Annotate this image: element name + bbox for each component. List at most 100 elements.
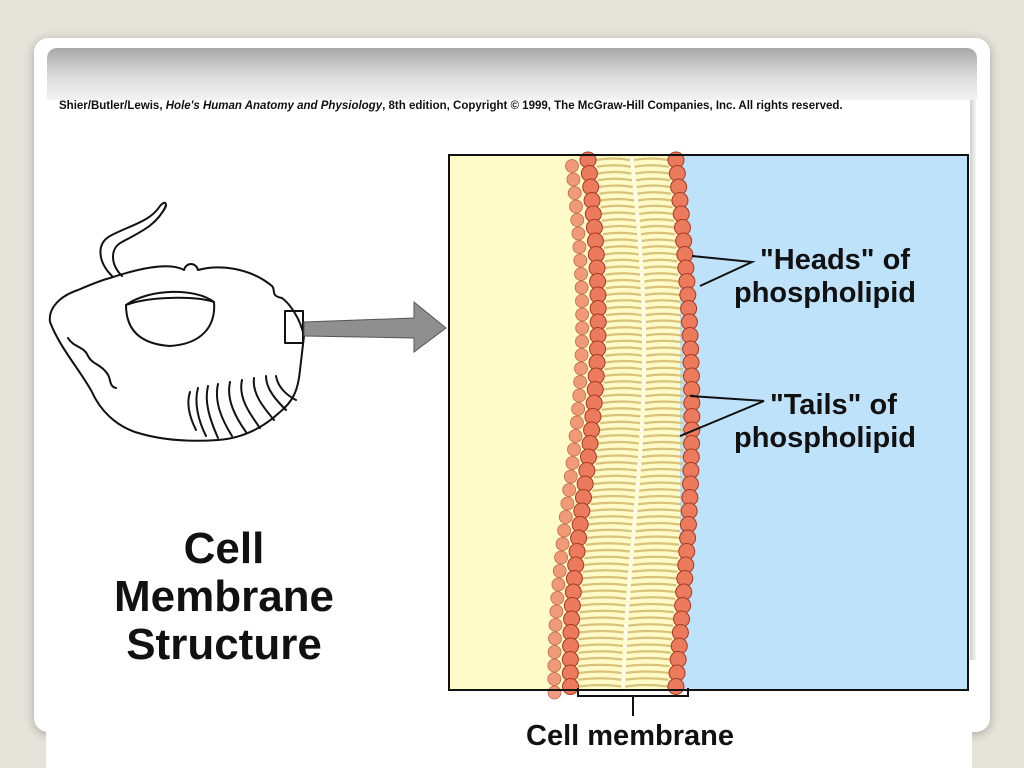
phospholipid-tail (578, 670, 622, 675)
phospholipid-head-back (567, 442, 581, 457)
phospholipid-tail (603, 380, 642, 384)
phospholipid-tail (593, 474, 637, 479)
bilayer-midplane (635, 488, 639, 493)
phospholipid-tail (578, 656, 623, 661)
phospholipid-tail (640, 231, 676, 236)
phospholipid-tail (635, 177, 671, 182)
membrane-detail-panel (448, 151, 969, 700)
phospholipid-head-back (571, 226, 586, 241)
phospholipid-tail (604, 251, 639, 256)
bilayer-midplane (622, 657, 626, 662)
tails-label-line-2: phospholipid (734, 422, 917, 454)
phospholipid-tail (605, 339, 643, 344)
phospholipid-tail (627, 623, 674, 627)
phospholipid-head-back (547, 672, 562, 686)
phospholipid-head-back (550, 591, 565, 605)
bilayer-midplane (642, 360, 646, 365)
phospholipid-tail (605, 305, 642, 310)
tails-pointer (679, 395, 765, 437)
phospholipid-tail (578, 683, 622, 688)
phospholipid-head-back (574, 361, 588, 376)
phospholipid-tail (605, 272, 641, 276)
phospholipid-tail (645, 319, 682, 324)
phospholipid-tail (602, 400, 642, 405)
citation-rest: , 8th edition, Copyright © 1999, The McG… (382, 100, 843, 112)
phospholipid-tail (645, 373, 684, 378)
phospholipid-tail (638, 494, 683, 499)
bilayer-midplane (632, 522, 636, 527)
phospholipid-head-back (548, 631, 562, 646)
phospholipid-tail (644, 413, 685, 418)
phospholipid-tail (589, 508, 634, 513)
phospholipid-tail (632, 562, 678, 567)
phospholipid-head-back (567, 186, 582, 200)
bilayer-midplane (641, 407, 645, 412)
phospholipid-head-back (549, 604, 564, 619)
phospholipid-tail (625, 677, 669, 681)
phospholipid-tail (645, 305, 681, 310)
bilayer-midplane (640, 279, 644, 284)
title-line-3: Structure (126, 620, 322, 669)
phospholipid-tail (586, 535, 632, 540)
phospholipid-tail (634, 164, 669, 168)
phospholipid-tail (578, 677, 622, 681)
heads-label-line-2: phospholipid (734, 277, 917, 309)
phospholipid-tail (600, 413, 641, 418)
bilayer-midplane (630, 542, 634, 547)
bilayer-midplane (640, 414, 644, 419)
phospholipid-tail (602, 231, 638, 236)
bilayer-midplane (630, 158, 634, 162)
phospholipid-head-back (562, 483, 577, 497)
phospholipid-tail (580, 602, 626, 607)
bilayer-midplane (632, 178, 636, 183)
phospholipid-tail (645, 353, 684, 357)
bilayer-midplane (639, 441, 643, 446)
phospholipid-head-back (569, 199, 583, 214)
phospholipid-tail (603, 386, 642, 391)
bilayer-midplane (635, 205, 639, 210)
bilayer-midplane (642, 326, 646, 331)
figure-edge-shadow (970, 100, 976, 660)
zoom-box (284, 310, 304, 344)
cell-sketch (48, 201, 305, 442)
bilayer-midplane (622, 671, 626, 675)
phospholipid-tail (628, 616, 674, 621)
phospholipid-tail (605, 319, 642, 324)
detail-frame (448, 154, 969, 691)
bilayer-midplane (641, 306, 645, 311)
phospholipid-tail (584, 548, 631, 553)
phospholipid-tail (645, 380, 684, 384)
bilayer-midplane (623, 650, 627, 655)
bilayer-midplane (639, 266, 643, 270)
slide-header-band (47, 48, 977, 100)
bilayer-midplane (631, 536, 635, 540)
phospholipid-tail (633, 555, 679, 560)
phospholipid-tail (598, 434, 640, 438)
bilayer-midplane (638, 455, 642, 459)
phospholipid-tail (643, 272, 679, 276)
phospholipid-head-outer (667, 678, 685, 695)
bilayer-midplane (642, 320, 646, 324)
phospholipid-tail (644, 278, 680, 283)
title-line-1: Cell (183, 524, 265, 573)
phospholipid-tail (592, 488, 636, 492)
phospholipid-tail (599, 427, 640, 432)
bilayer-midplane (622, 664, 626, 669)
phospholipid-head-back (560, 496, 575, 511)
phospholipid-tail (645, 359, 684, 364)
bilayer-midplane (642, 340, 646, 345)
bilayer-midplane (638, 245, 642, 250)
phospholipid-tail (601, 211, 636, 216)
phospholipid-tail (628, 609, 675, 614)
bilayer-midplane (626, 596, 630, 601)
phospholipid-tail (634, 535, 680, 540)
bilayer-midplane (640, 428, 644, 432)
slide-title: Cell Membrane Structure (74, 525, 374, 669)
bilayer-midplane (634, 198, 638, 203)
phospholipid-tail (584, 555, 630, 560)
bilayer-midplane (642, 380, 646, 385)
heads-label: "Heads" of phospholipid (734, 244, 916, 310)
phospholipid-tail (603, 238, 638, 243)
phospholipid-head-back (554, 550, 568, 565)
bilayer-midplane (642, 347, 646, 351)
